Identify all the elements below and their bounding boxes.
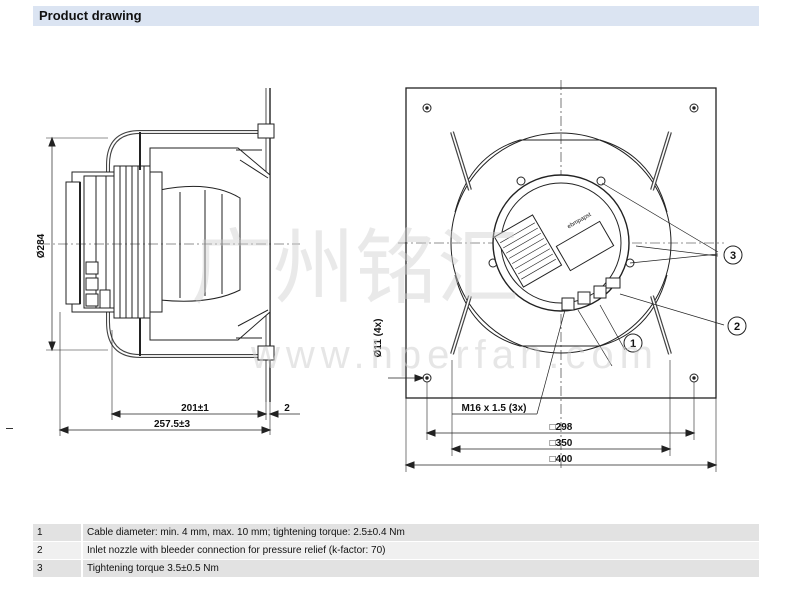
gland-1 [561,297,575,311]
gland-3 [593,285,607,299]
note-text: Tightening torque 3.5±0.5 Nm [83,560,759,577]
note-row: 3 Tightening torque 3.5±0.5 Nm [33,560,759,578]
note-text: Inlet nozzle with bleeder connection for… [83,542,759,559]
side-bolt-top [257,123,275,139]
note-row: 1 Cable diameter: min. 4 mm, max. 10 mm;… [33,524,759,542]
watermark-cn: 广州铭汇 [191,221,519,316]
dim-257-label: 257.5±3 [154,419,191,430]
section-header: Product drawing [33,6,759,26]
inlet-ring [450,132,672,354]
dim-201-label: 201±1 [181,403,209,414]
section-title: Product drawing [39,8,142,23]
dim-298-label: □298 [550,422,573,433]
watermark-url: www.hperfan.com [250,333,659,377]
dim-2-label: 2 [284,403,290,414]
callout-1-circle [623,333,643,353]
callout-1-label: 1 [630,338,636,350]
note-row: 2 Inlet nozzle with bleeder connection f… [33,542,759,560]
callout-3-label: 3 [730,250,736,262]
diameter-label: Ø284 [36,233,47,258]
dim-400-label: □400 [550,454,573,465]
margin-dash [6,428,13,429]
note-text: Cable diameter: min. 4 mm, max. 10 mm; t… [83,524,759,541]
callout-3-circle [723,245,743,265]
thread-label: M16 x 1.5 (3x) [461,403,526,414]
hole-label: Ø11 (4x) [373,319,384,358]
callout-2-circle [727,316,747,336]
note-number: 2 [33,542,81,559]
terminal-box [493,214,563,288]
note-number: 1 [33,524,81,541]
product-drawing: Ø284 201±1 2 257.5±3 [36,80,747,472]
gland-2 [577,291,591,305]
front-view [388,80,747,472]
side-view [40,88,300,436]
notes-table: 1 Cable diameter: min. 4 mm, max. 10 mm;… [33,524,759,578]
note-number: 3 [33,560,81,577]
dim-350-label: □350 [550,438,573,449]
callout-2-label: 2 [734,321,740,333]
side-bolt-bottom [257,345,275,361]
